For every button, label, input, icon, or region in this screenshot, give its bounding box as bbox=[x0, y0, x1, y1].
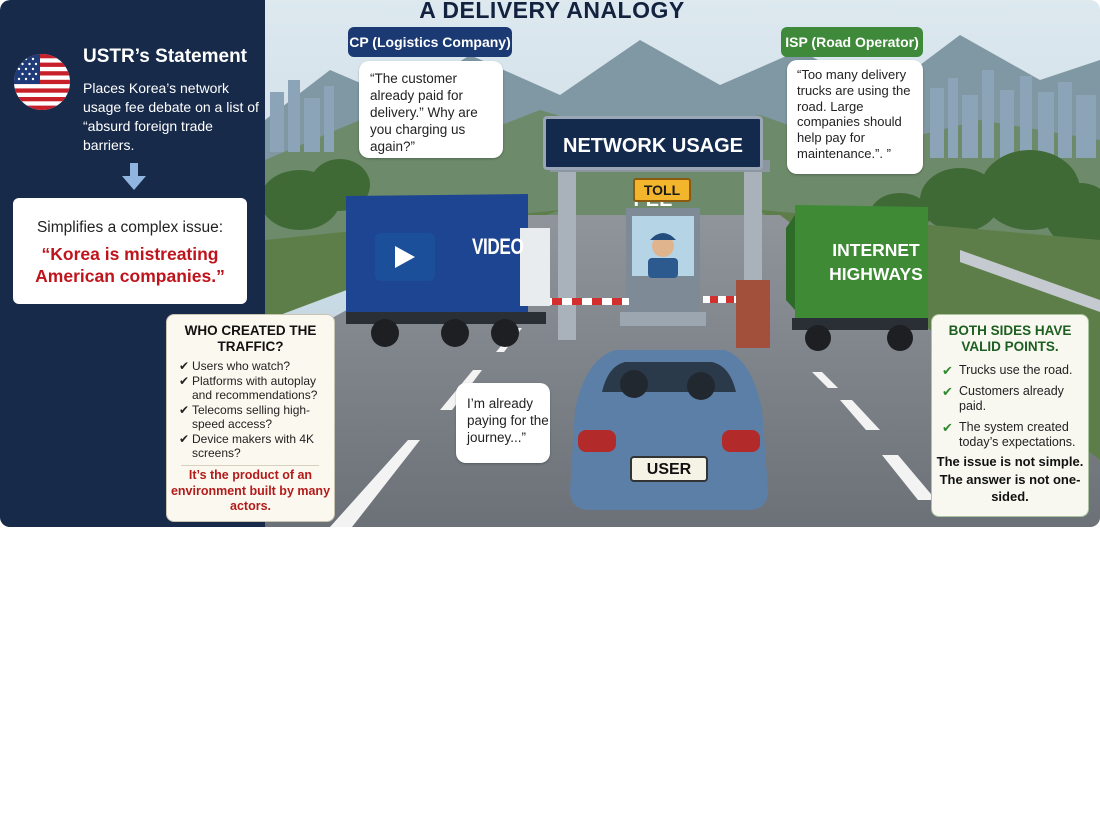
ustr-title: USTR’s Statement bbox=[83, 46, 247, 67]
divider bbox=[181, 465, 319, 466]
user-speech-bubble: I’m already paying for the journey...” bbox=[456, 383, 550, 463]
list-item: ✔Customers already paid. bbox=[942, 384, 1064, 413]
cp-speech-bubble: “The customer already paid for delivery.… bbox=[359, 61, 503, 158]
list-item: ✔Trucks use the road. bbox=[942, 363, 1073, 378]
network-usage-fee-sign: NETWORK USAGE FEE bbox=[543, 116, 763, 211]
traffic-box: WHO CREATED THE TRAFFIC? ✔Users who watc… bbox=[166, 314, 335, 522]
simplify-quote: “Korea is mistreating American companies… bbox=[35, 244, 225, 286]
check-icon: ✔ bbox=[179, 431, 190, 446]
check-icon: ✔ bbox=[942, 363, 953, 378]
check-icon: ✔ bbox=[179, 402, 190, 417]
check-icon: ✔ bbox=[942, 384, 953, 399]
check-icon: ✔ bbox=[179, 359, 190, 373]
traffic-list: ✔Users who watch? ✔Platforms with autopl… bbox=[179, 359, 331, 461]
traffic-title: WHO CREATED THE TRAFFIC? bbox=[184, 323, 317, 354]
down-arrow-icon bbox=[122, 163, 146, 196]
simplify-label: Simplifies a complex issue: bbox=[36, 219, 224, 236]
simplify-box: Simplifies a complex issue: “Korea is mi… bbox=[13, 198, 247, 304]
list-item: ✔The system created today’s expectations… bbox=[942, 420, 1076, 449]
us-flag-icon bbox=[14, 54, 70, 110]
user-plate: USER bbox=[630, 456, 708, 482]
toll-sign: TOLL bbox=[633, 178, 691, 202]
isp-quote: “Too many delivery trucks are using the … bbox=[797, 67, 911, 161]
isp-speech-bubble: “Too many delivery trucks are using the … bbox=[787, 60, 923, 174]
list-item: ✔Users who watch? bbox=[179, 359, 291, 373]
illustration: A DELIVERY ANALOGY bbox=[0, 0, 1100, 527]
check-icon: ✔ bbox=[179, 373, 190, 388]
user-quote: I’m already paying for the journey...” bbox=[467, 396, 549, 445]
ustr-panel: USTR’s Statement Places Korea’s network … bbox=[0, 0, 265, 527]
list-item: ✔Device makers with 4K screens? bbox=[179, 431, 315, 461]
cp-tag: CP (Logistics Company) bbox=[348, 27, 512, 57]
check-icon: ✔ bbox=[942, 420, 953, 435]
list-item: ✔Platforms with autoplay and recommendat… bbox=[179, 373, 318, 403]
page-title: A DELIVERY ANALOGY bbox=[419, 0, 685, 23]
both-sides-box: BOTH SIDES HAVE VALID POINTS. ✔Trucks us… bbox=[931, 314, 1089, 517]
sides-note: The issue is not simple. The answer is n… bbox=[936, 454, 1084, 504]
traffic-note: It’s the product of an environment built… bbox=[170, 468, 331, 513]
internet-truck-label: INTERNET HIGHWAYS bbox=[829, 240, 923, 284]
video-truck-label: VIDEO bbox=[472, 234, 524, 259]
ustr-text: Places Korea’s network usage fee debate … bbox=[83, 80, 259, 153]
cp-quote: “The customer already paid for delivery.… bbox=[370, 71, 478, 154]
sides-title: BOTH SIDES HAVE VALID POINTS. bbox=[948, 323, 1072, 354]
sides-list: ✔Trucks use the road. ✔Customers already… bbox=[942, 363, 1088, 456]
play-icon bbox=[375, 233, 435, 281]
isp-tag: ISP (Road Operator) bbox=[781, 27, 923, 57]
list-item: ✔Telecoms selling high-speed access? bbox=[179, 402, 311, 432]
